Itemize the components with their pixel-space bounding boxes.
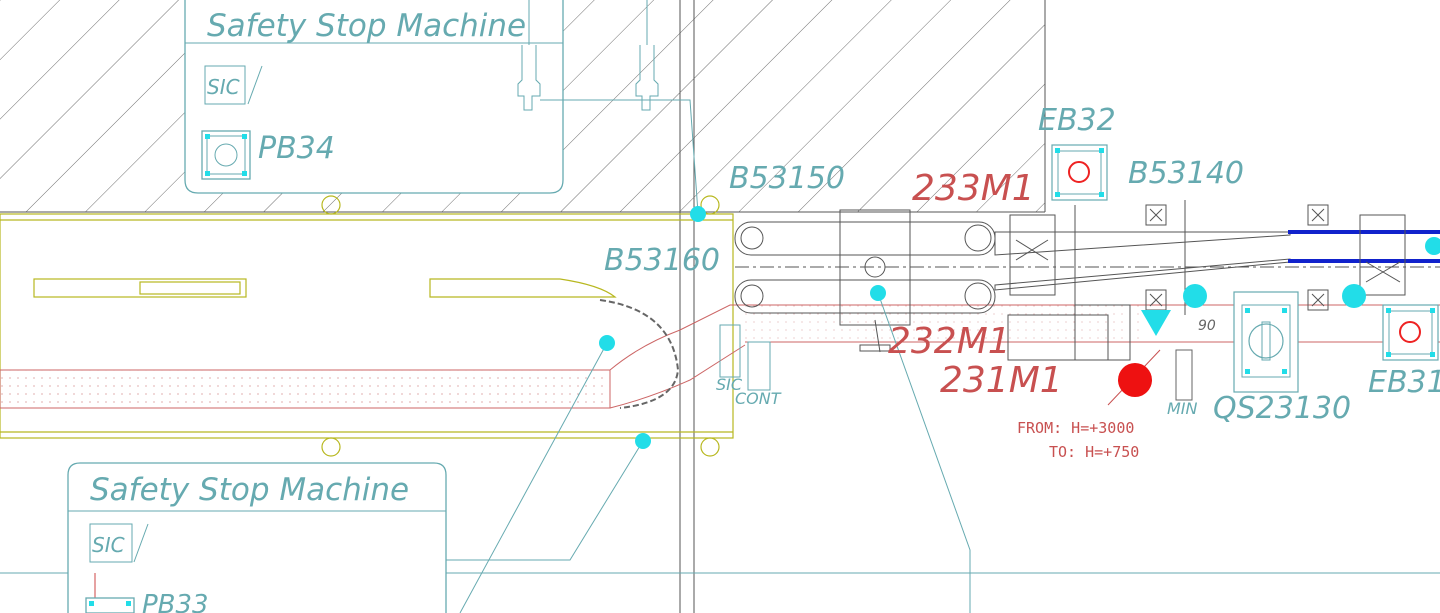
eb31-emergency-stop-icon[interactable] bbox=[1382, 304, 1439, 361]
b53160-label: B53160 bbox=[604, 243, 720, 278]
cyan-dot-icon[interactable] bbox=[1342, 284, 1366, 308]
cyan-dot-icon[interactable] bbox=[870, 285, 886, 301]
sensor-markers[interactable] bbox=[599, 206, 1440, 449]
safety-panel-top: Safety Stop Machine SIC PB34 bbox=[184, 0, 564, 194]
b53140-label: B53140 bbox=[1128, 156, 1244, 191]
pb33-label: PB33 bbox=[142, 590, 209, 613]
sic-small-label: SIC bbox=[716, 375, 743, 394]
belt-transfer-units bbox=[734, 209, 1440, 361]
cyan-dot-icon[interactable] bbox=[635, 433, 651, 449]
min-sensor bbox=[1175, 349, 1193, 401]
eb32-label: EB32 bbox=[1038, 103, 1116, 138]
note-from: FROM: H=+3000 bbox=[1017, 419, 1134, 437]
panel-title-bottom: Safety Stop Machine bbox=[90, 472, 409, 508]
sic-cont-sensors bbox=[719, 324, 771, 391]
eb32-emergency-stop-icon[interactable] bbox=[1051, 144, 1108, 201]
column-lines bbox=[679, 0, 695, 613]
eb31-label: EB31 bbox=[1368, 365, 1440, 400]
cont-label: CONT bbox=[735, 389, 782, 408]
overhead-fixture bbox=[517, 0, 659, 111]
qs-label: QS23130 bbox=[1213, 391, 1351, 426]
sic-label-bottom: SIC bbox=[92, 533, 125, 557]
red-dot-icon[interactable] bbox=[1118, 363, 1152, 397]
angle-label: 90 bbox=[1198, 318, 1216, 334]
emergency-stop-icon[interactable] bbox=[201, 130, 251, 180]
blue-rails bbox=[1288, 230, 1440, 263]
safety-panel-bottom: Safety Stop Machine SIC PB33 bbox=[67, 462, 447, 613]
cyan-dot-icon[interactable] bbox=[599, 335, 615, 351]
right-fixtures bbox=[1074, 200, 1406, 315]
cyan-dot-icon[interactable] bbox=[690, 206, 706, 222]
cyan-dot-icon[interactable] bbox=[1183, 284, 1207, 308]
b53150-label: B53150 bbox=[729, 161, 845, 196]
qs-switch-icon[interactable] bbox=[1233, 291, 1299, 393]
motor-232m1-label: 232M1 bbox=[888, 321, 1011, 362]
motor-233m1-label: 233M1 bbox=[912, 168, 1035, 209]
sic-label-top: SIC bbox=[207, 75, 240, 99]
cyan-dot-icon[interactable] bbox=[1425, 237, 1440, 255]
yellow-conveyor-frame bbox=[0, 195, 734, 457]
chain-conveyor bbox=[0, 299, 1440, 409]
motor-231m1-label: 231M1 bbox=[940, 360, 1063, 401]
emergency-stop-icon-bottom[interactable] bbox=[85, 597, 135, 613]
pb34-label: PB34 bbox=[258, 131, 335, 166]
min-label: MIN bbox=[1167, 399, 1198, 418]
panel-title-top: Safety Stop Machine bbox=[207, 8, 526, 44]
triangle-down-icon bbox=[1141, 310, 1171, 336]
note-to: TO: H=+750 bbox=[1049, 443, 1139, 461]
